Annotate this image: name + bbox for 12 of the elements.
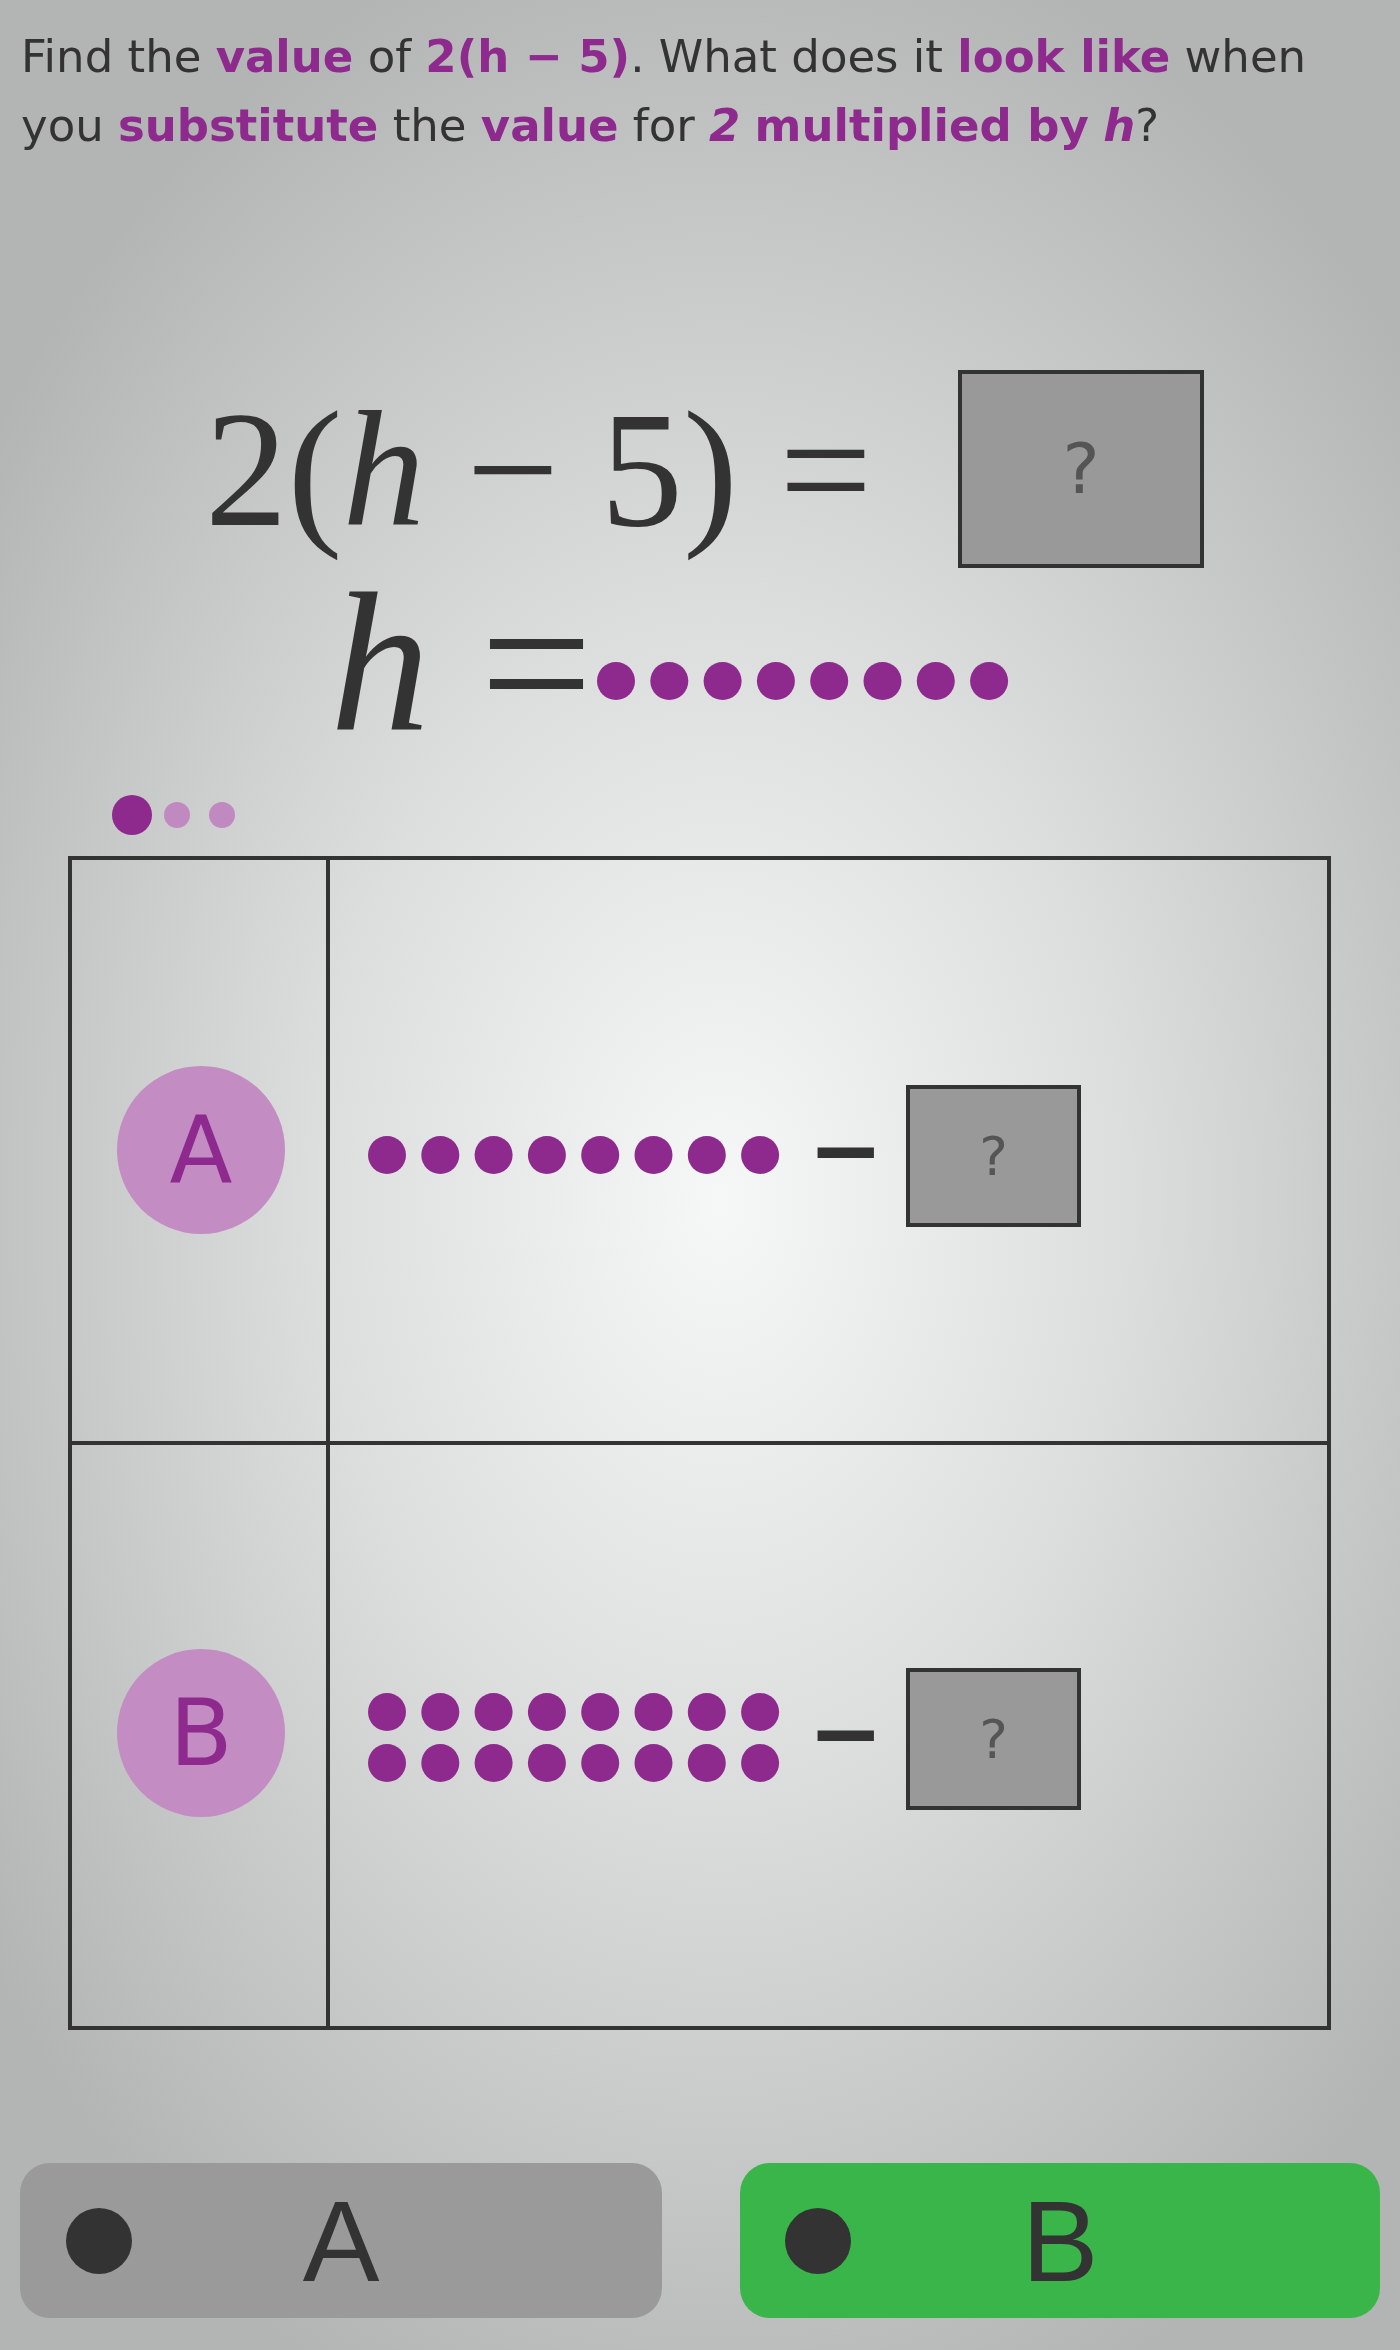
minus-sign: −: [808, 1105, 884, 1195]
equation-text: h =: [330, 563, 593, 763]
option-label: A: [117, 1066, 285, 1234]
answer-button: A: [20, 2163, 662, 2318]
question-text: Find the value of 2(h − 5). What does it look like when you substitute the value for 2 multiplied by h?: [21, 29, 1308, 154]
minus-sign: −: [808, 1688, 884, 1778]
answer-button: B: [740, 2163, 1380, 2318]
equation-text: 2(h − 5) =: [205, 377, 873, 563]
answer-box: ?: [906, 1668, 1081, 1810]
answer-box: ?: [958, 370, 1204, 568]
answer-box: ?: [906, 1085, 1081, 1227]
option-label: B: [117, 1649, 285, 1817]
